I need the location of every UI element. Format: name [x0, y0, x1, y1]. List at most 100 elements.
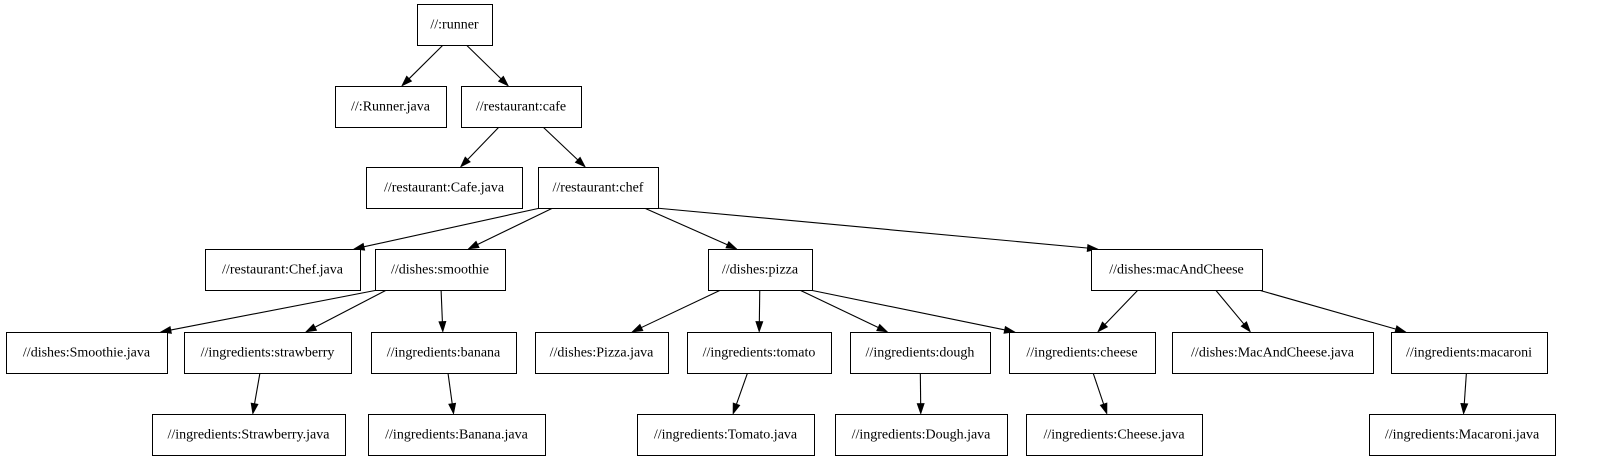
edge-dishes-smoothie-to-ingredients-strawberry	[304, 289, 387, 333]
node-box[interactable]	[371, 332, 517, 374]
edge-dishes-macandcheese-to-ingredients-macaroni	[1258, 289, 1407, 333]
node-box[interactable]	[535, 332, 669, 374]
edge-line	[1215, 289, 1245, 326]
graph-node-ingredients-dough-java[interactable]: //ingredients:Dough.java	[835, 414, 1008, 456]
edge-dishes-pizza-to-ingredients-dough	[799, 289, 889, 333]
edge-dishes-pizza-to-ingredients-tomato	[755, 289, 764, 333]
edge-line	[362, 207, 541, 248]
node-box[interactable]	[1391, 332, 1548, 374]
graph-node-restaurant-cafe-java[interactable]: //restaurant:Cafe.java	[366, 167, 523, 209]
graph-node-dishes-macandcheese-java[interactable]: //dishes:MacAndCheese.java	[1172, 332, 1374, 374]
node-box[interactable]	[1172, 332, 1374, 374]
node-box[interactable]	[205, 249, 361, 291]
edge-dishes-smoothie-to-ingredients-banana	[438, 289, 447, 333]
nodes-layer: //:runner //:Runner.java //restaurant:cafe…	[6, 4, 1556, 456]
graph-node-ingredients-cheese[interactable]: //ingredients:cheese	[1009, 332, 1156, 374]
edge-runner-to-runner-java	[401, 44, 444, 87]
node-box[interactable]	[835, 414, 1008, 456]
graph-node-dishes-smoothie[interactable]: //dishes:smoothie	[375, 249, 506, 291]
graph-node-restaurant-cafe[interactable]: //restaurant:cafe	[461, 86, 582, 128]
node-box[interactable]	[375, 249, 506, 291]
edge-line	[476, 207, 554, 246]
edge-dishes-pizza-to-dishes-pizza-java	[631, 289, 721, 333]
arrowhead-icon	[401, 75, 413, 87]
graph-node-runner-java[interactable]: //:Runner.java	[335, 86, 447, 128]
graph-node-dishes-smoothie-java[interactable]: //dishes:Smoothie.java	[6, 332, 168, 374]
arrowhead-icon	[448, 402, 457, 415]
arrowhead-icon	[1240, 321, 1252, 333]
node-box[interactable]	[335, 86, 447, 128]
graph-node-ingredients-banana-java[interactable]: //ingredients:Banana.java	[368, 414, 546, 456]
edge-line	[313, 289, 387, 329]
edge-dishes-macandcheese-to-dishes-macandcheese-java	[1215, 289, 1252, 333]
node-box[interactable]	[417, 4, 493, 46]
graph-node-ingredients-macaroni-java[interactable]: //ingredients:Macaroni.java	[1369, 414, 1556, 456]
node-box[interactable]	[366, 167, 523, 209]
edge-ingredients-dough-to-ingredients-dough-java	[916, 372, 925, 415]
edge-line	[1092, 372, 1105, 406]
arrowhead-icon	[467, 240, 480, 250]
node-box[interactable]	[1009, 332, 1156, 374]
edge-line	[408, 44, 444, 80]
edge-restaurant-chef-to-dishes-macandcheese	[655, 207, 1099, 253]
node-box[interactable]	[184, 332, 352, 374]
graph-node-ingredients-macaroni[interactable]: //ingredients:macaroni	[1391, 332, 1548, 374]
edge-line	[735, 372, 749, 406]
graph-node-ingredients-tomato-java[interactable]: //ingredients:Tomato.java	[637, 414, 815, 456]
arrowhead-icon	[459, 156, 471, 168]
graph-node-ingredients-strawberry[interactable]: //ingredients:strawberry	[184, 332, 352, 374]
node-box[interactable]	[1026, 414, 1203, 456]
node-box[interactable]	[538, 167, 659, 209]
arrowhead-icon	[1460, 402, 1469, 415]
node-box[interactable]	[368, 414, 546, 456]
edge-dishes-pizza-to-ingredients-cheese	[809, 289, 1016, 334]
arrowhead-icon	[876, 323, 889, 333]
edge-line	[440, 289, 443, 323]
arrowhead-icon	[916, 403, 925, 415]
arrowhead-icon	[1099, 402, 1108, 415]
graph-node-dishes-pizza-java[interactable]: //dishes:Pizza.java	[535, 332, 669, 374]
graph-node-dishes-macandcheese[interactable]: //dishes:macAndCheese	[1091, 249, 1263, 291]
node-box[interactable]	[152, 414, 346, 456]
node-box[interactable]	[708, 249, 813, 291]
edge-dishes-macandcheese-to-ingredients-cheese	[1097, 289, 1139, 333]
edge-line	[253, 372, 261, 405]
graph-node-ingredients-banana[interactable]: //ingredients:banana	[371, 332, 517, 374]
edge-restaurant-cafe-to-restaurant-cafe-java	[459, 126, 500, 168]
graph-node-ingredients-dough[interactable]: //ingredients:dough	[850, 332, 991, 374]
graph-node-restaurant-chef[interactable]: //restaurant:chef	[538, 167, 659, 209]
arrowhead-icon	[250, 402, 259, 415]
edge-line	[644, 207, 729, 246]
edge-line	[1258, 289, 1397, 330]
edge-line	[447, 372, 453, 405]
arrowhead-icon	[497, 75, 510, 87]
arrowhead-icon	[755, 321, 764, 333]
arrowhead-icon	[1097, 321, 1109, 333]
node-box[interactable]	[1369, 414, 1556, 456]
edge-line	[640, 289, 721, 329]
graph-node-runner[interactable]: //:runner	[417, 4, 493, 46]
graph-node-ingredients-cheese-java[interactable]: //ingredients:Cheese.java	[1026, 414, 1203, 456]
arrowhead-icon	[438, 321, 447, 333]
node-box[interactable]	[6, 332, 168, 374]
graph-node-ingredients-tomato[interactable]: //ingredients:tomato	[687, 332, 832, 374]
edge-line	[169, 289, 378, 331]
graph-node-dishes-pizza[interactable]: //dishes:pizza	[708, 249, 813, 291]
node-box[interactable]	[637, 414, 815, 456]
node-box[interactable]	[461, 86, 582, 128]
arrowhead-icon	[574, 156, 586, 168]
edge-restaurant-cafe-to-restaurant-chef	[542, 126, 586, 168]
arrowhead-icon	[631, 323, 644, 333]
node-box[interactable]	[850, 332, 991, 374]
arrowhead-icon	[725, 240, 738, 250]
arrowhead-icon	[732, 402, 741, 415]
edge-ingredients-tomato-to-ingredients-tomato-java	[732, 372, 749, 415]
edge-line	[1103, 289, 1139, 326]
graph-node-ingredients-strawberry-java[interactable]: //ingredients:Strawberry.java	[152, 414, 346, 456]
edge-line	[809, 289, 1006, 331]
graph-node-restaurant-chef-java[interactable]: //restaurant:Chef.java	[205, 249, 361, 291]
node-box[interactable]	[1091, 249, 1263, 291]
edge-line	[542, 126, 579, 161]
node-box[interactable]	[687, 332, 832, 374]
